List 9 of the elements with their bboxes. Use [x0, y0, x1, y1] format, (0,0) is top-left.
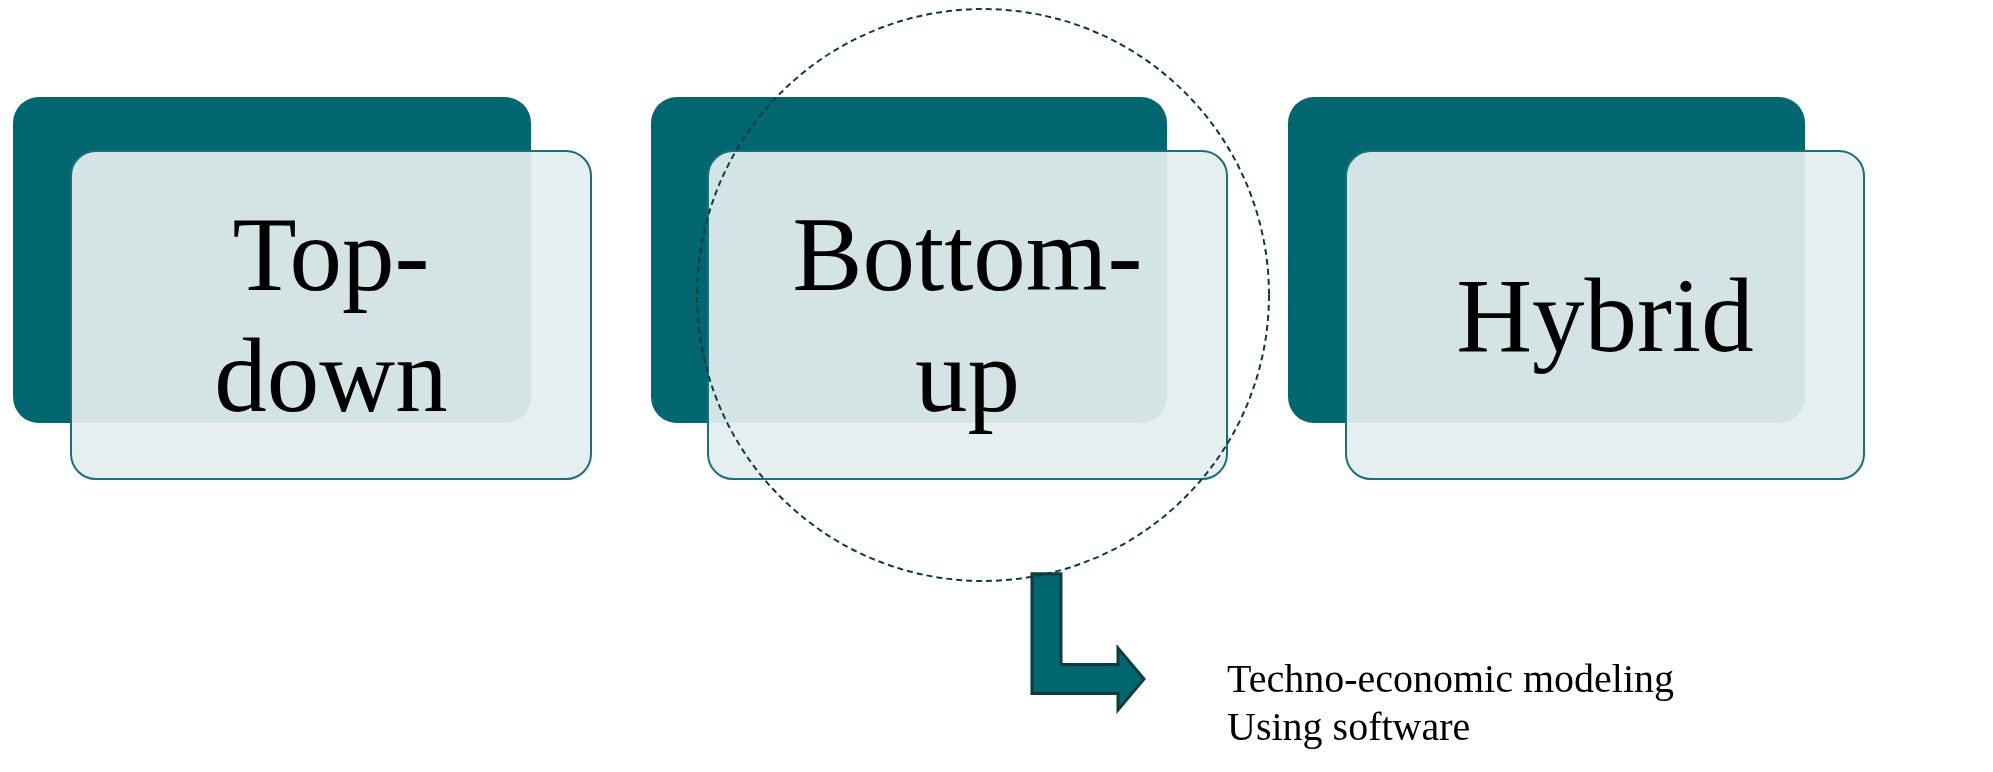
block-arrow: [1030, 572, 1146, 715]
category-title: Bottom-up: [791, 195, 1144, 436]
note-line: Techno-economic modeling: [1227, 655, 1675, 703]
category-box: [1345, 150, 1865, 480]
category-box: [70, 150, 592, 480]
note-line: Using software: [1227, 703, 1472, 751]
dashed-circle: [696, 8, 1270, 582]
category-title: Hybrid: [1456, 255, 1754, 376]
category-title: Top-down: [213, 195, 449, 436]
